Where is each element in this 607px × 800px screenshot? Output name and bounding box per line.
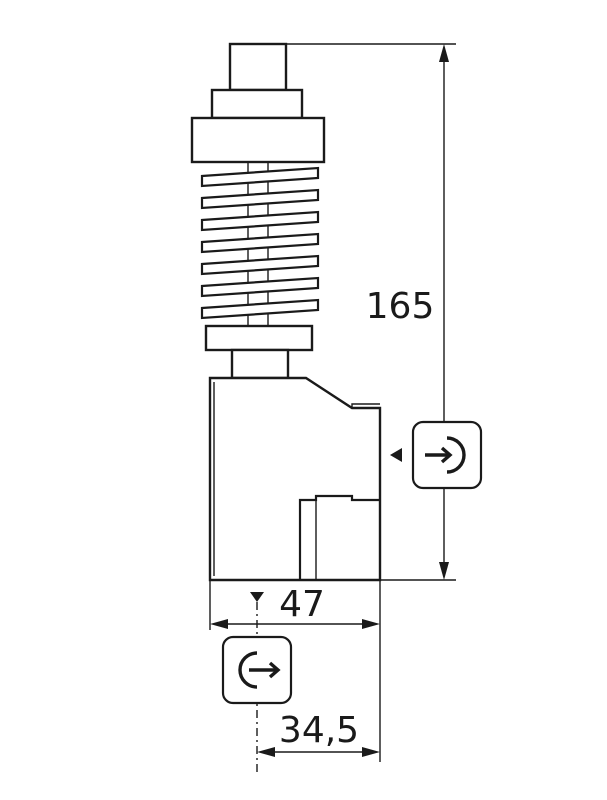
lower-collar [204,324,314,380]
spring [200,161,320,327]
height-arrow-top [439,44,449,62]
power-entry-right-icon [411,420,483,490]
offset-arrow-left [257,747,275,757]
spring-coil [200,210,320,232]
width-label: 47 [279,584,325,625]
housing-outline [208,376,382,582]
offset-label: 34,5 [279,710,359,751]
offset-dimension: 34,5 [257,710,380,757]
spring-coil [200,188,320,210]
spring-coils [200,166,320,320]
width-arrow-right [362,619,380,629]
housing-step [351,403,380,408]
height-arrow-bottom [439,562,449,580]
cable-entry-recess [298,494,380,580]
axis-marker-arrow [250,592,264,602]
offset-arrow-right [362,747,380,757]
switch-housing [208,376,382,582]
side-entry-marker [390,420,483,490]
plunger-cap [228,42,288,92]
actuator-head [190,42,326,164]
collar-nut [204,324,314,352]
height-dimension: 165 [286,43,456,581]
spring-coil [200,276,320,298]
collar-neck [230,348,290,380]
plunger-collar [210,88,304,120]
side-entry-arrow [390,448,402,462]
spring-coil [200,232,320,254]
width-arrow-left [210,619,228,629]
width-dimension: 47 [209,580,381,762]
power-entry-left-icon [221,635,293,705]
spring-coil [200,298,320,320]
plunger-flange [190,116,326,164]
spring-coil [200,254,320,276]
height-label: 165 [366,286,435,327]
spring-coil [200,166,320,188]
